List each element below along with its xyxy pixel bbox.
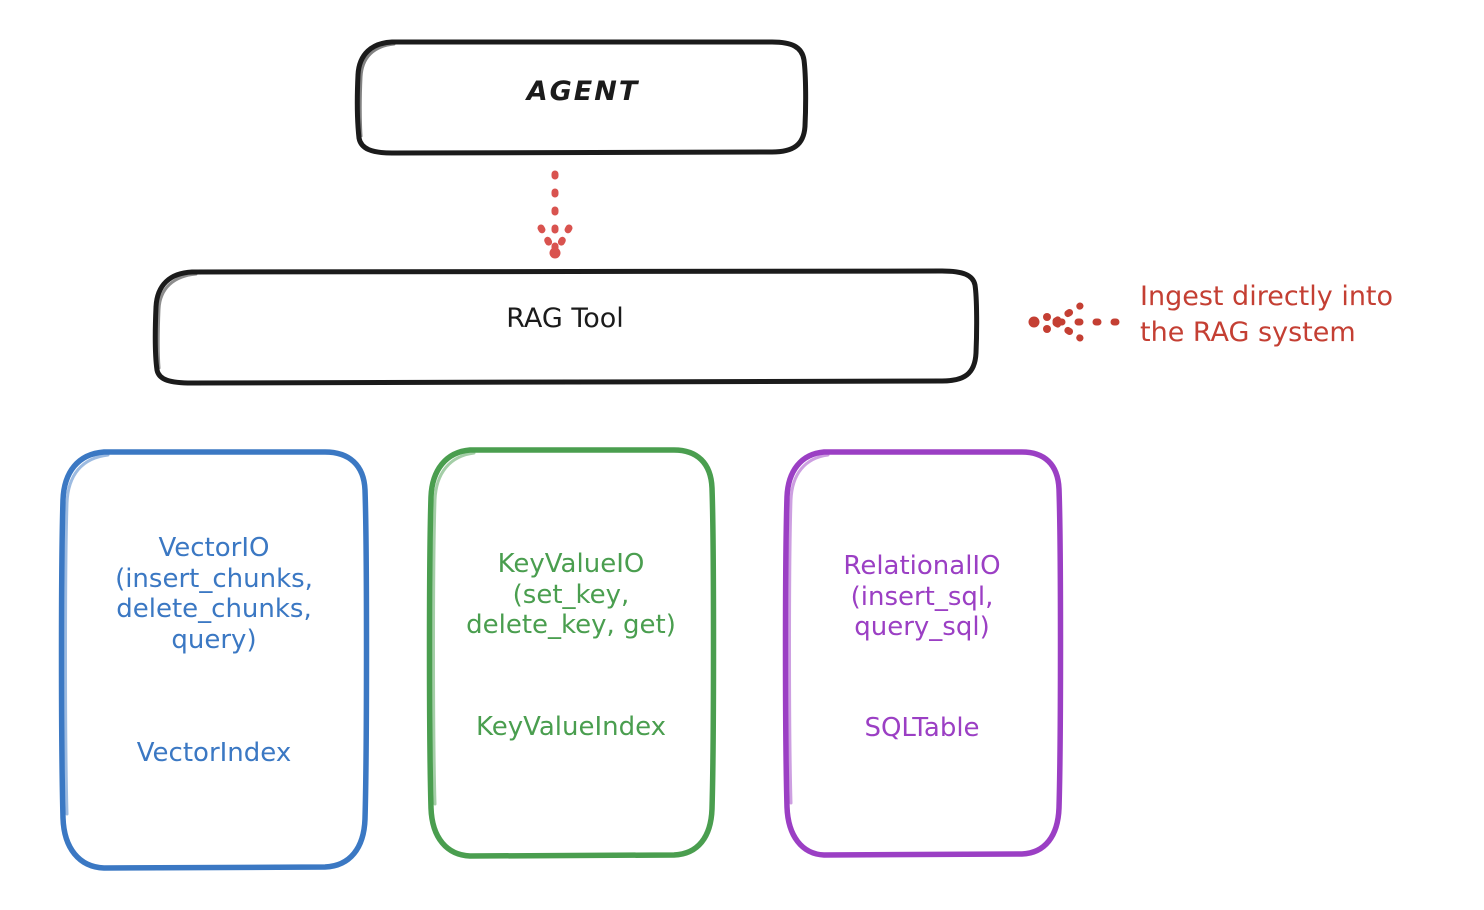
ingest-arrowhead-top xyxy=(1052,302,1084,325)
rag-tool-label: RAG Tool xyxy=(506,303,624,334)
ingest-arrow-tip xyxy=(1028,316,1040,328)
agent-to-ragtool-arrowhead-right xyxy=(552,224,573,256)
vector-io-methods-label: VectorIO (insert_chunks, delete_chunks, … xyxy=(115,533,313,656)
relational-io-node[interactable] xyxy=(782,449,1064,858)
agent-label: AGENT xyxy=(526,76,640,107)
ingest-arrow-tip-accent-2 xyxy=(1043,325,1051,333)
ingest-arrow xyxy=(1028,302,1136,342)
key-value-io-node[interactable] xyxy=(426,447,717,859)
ingest-annotation-label: Ingest directly into the RAG system xyxy=(1140,281,1394,349)
agent-to-ragtool-arrow-tip xyxy=(549,247,561,259)
ingest-arrow-tip-accent xyxy=(1043,313,1051,321)
agent-to-ragtool-arrow xyxy=(537,170,573,259)
ingest-arrowhead-bottom xyxy=(1052,319,1084,342)
key-value-io-box-outline xyxy=(426,447,717,859)
relational-io-box-outline xyxy=(782,449,1064,858)
vector-io-box-outline xyxy=(58,449,370,871)
key-value-io-index-label: KeyValueIndex xyxy=(475,712,667,742)
relational-io-index-label: SQLTable xyxy=(864,713,980,743)
relational-io-methods-label: RelationalIO (insert_sql, query_sql) xyxy=(843,551,1001,643)
agent-to-ragtool-arrowhead-left xyxy=(537,224,558,256)
vector-io-node[interactable] xyxy=(58,449,370,871)
vector-io-index-label: VectorIndex xyxy=(136,738,292,768)
key-value-io-methods-label: KeyValueIO (set_key, delete_key, get) xyxy=(466,549,676,641)
